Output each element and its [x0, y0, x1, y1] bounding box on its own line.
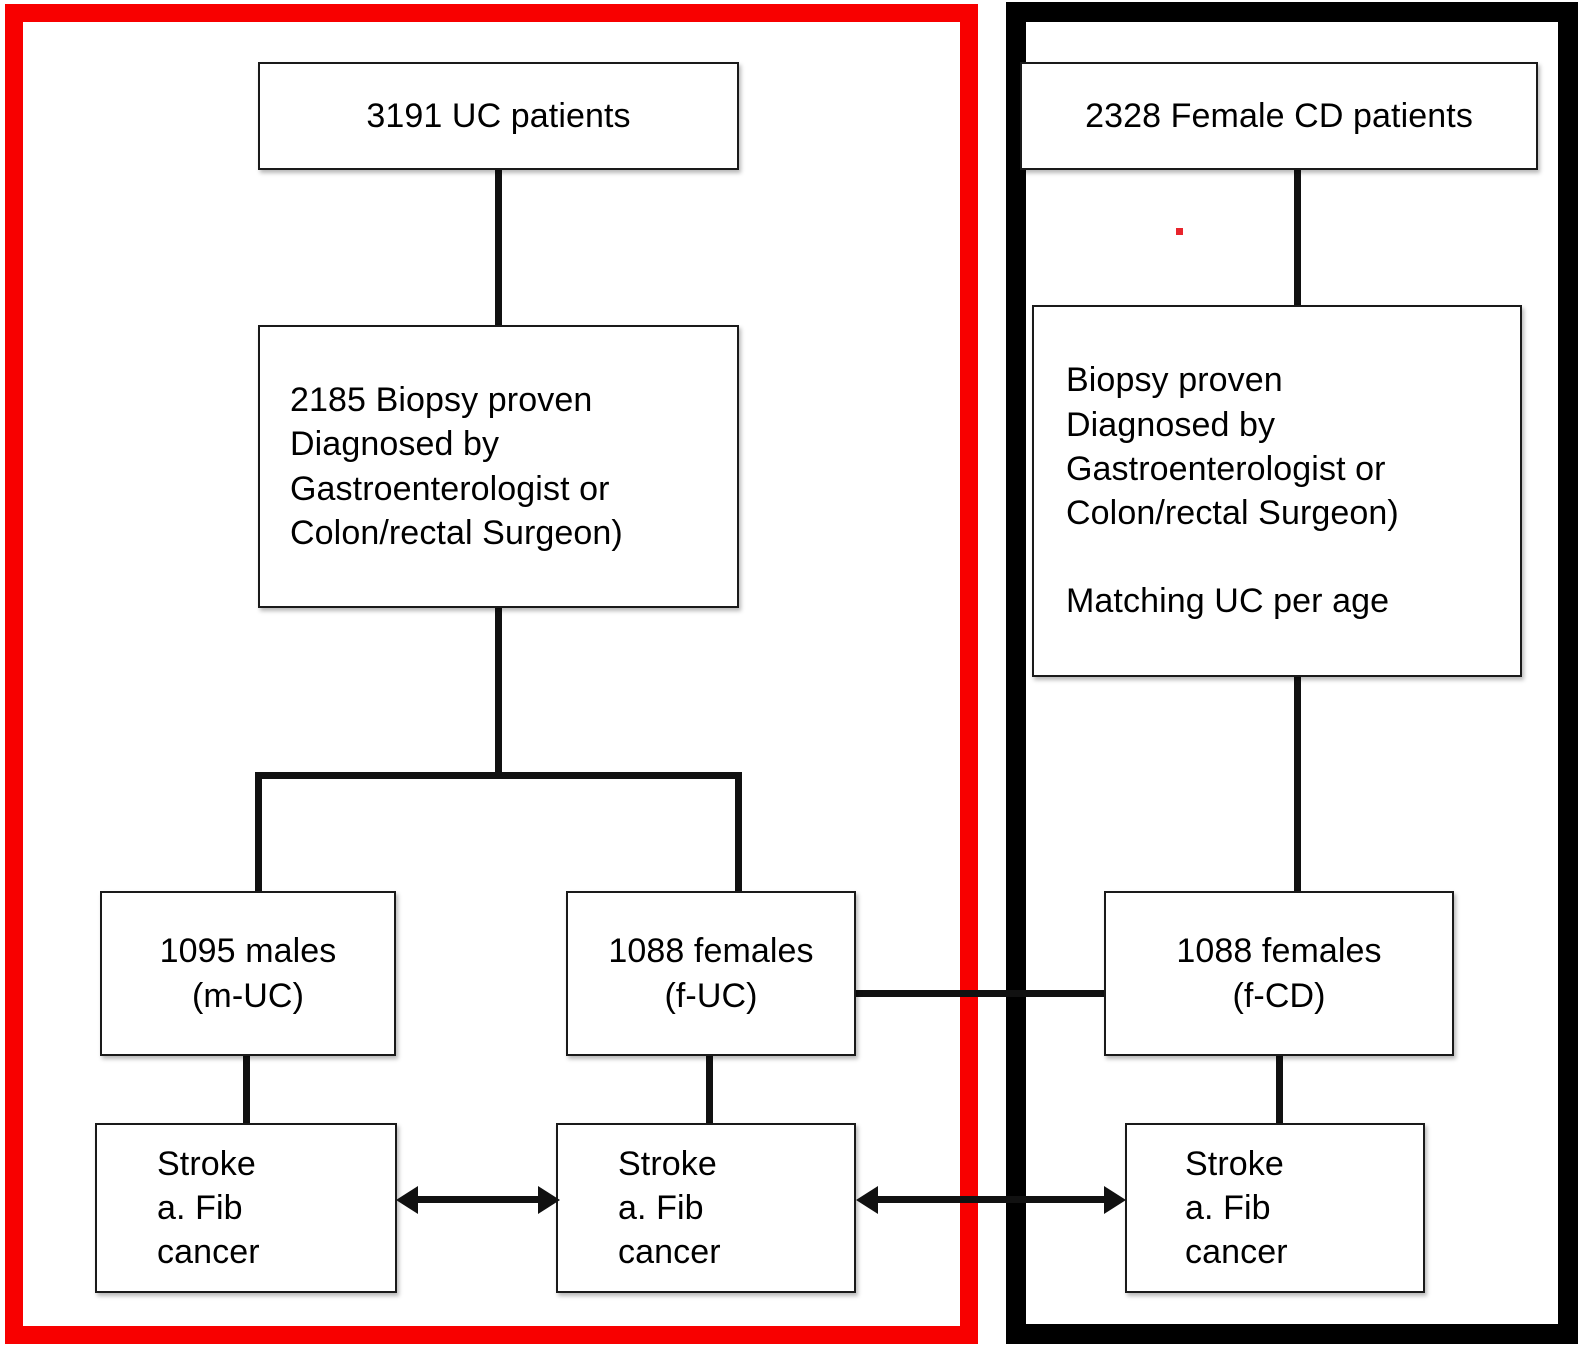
connector-cd-biopsy-to-females [1294, 675, 1301, 895]
node-outcomes-females-uc: Stroke a. Fib cancer [556, 1123, 856, 1293]
node-uc-biopsy-line-3: Gastroenterologist or [290, 469, 610, 508]
connector-split-leg-right [735, 772, 742, 894]
node-outcomes-females-cd: Stroke a. Fib cancer [1125, 1123, 1425, 1293]
node-outcomes-males-uc-line-1: Stroke [157, 1144, 256, 1183]
node-cd-biopsy-line-6: Matching UC per age [1066, 582, 1390, 621]
node-uc-biopsy-line-4: Colon/rectal Surgeon) [290, 513, 623, 552]
node-outcomes-females-cd-line-3: cancer [1185, 1233, 1288, 1272]
node-cd-biopsy-line-4: Colon/rectal Surgeon) [1066, 494, 1399, 532]
node-females-cd-line-2: (f-CD) [1232, 976, 1326, 1015]
node-cd-total-label: 2328 Female CD patients [1085, 96, 1473, 135]
node-uc-total-label: 3191 UC patients [366, 96, 631, 135]
node-outcomes-males-uc: Stroke a. Fib cancer [95, 1123, 397, 1293]
uc-cohort-panel [5, 4, 978, 1344]
connector-fuc-to-fcd [852, 990, 1108, 997]
node-males-uc-line-2: (m-UC) [192, 976, 304, 1015]
node-females-cd: 1088 females (f-CD) [1104, 891, 1454, 1056]
node-outcomes-females-uc-line-3: cancer [618, 1233, 721, 1272]
arrow-head-right-icon [538, 1186, 560, 1214]
node-outcomes-females-cd-line-1: Stroke [1185, 1144, 1284, 1183]
female-cd-cohort-panel [1006, 2, 1578, 1344]
connector-males-to-stroke [243, 1054, 250, 1126]
node-females-uc-line-1: 1088 females [608, 932, 814, 971]
node-females-uc-line-2: (f-UC) [664, 976, 758, 1015]
arrow-head-left-icon [396, 1186, 418, 1214]
node-cd-biopsy-line-2: Diagnosed by [1066, 405, 1276, 444]
node-outcomes-females-cd-line-2: a. Fib [1185, 1188, 1271, 1227]
arrow-stroke-fuc-to-stroke-fcd [878, 1196, 1104, 1203]
node-cd-biopsy-line-1: Biopsy proven [1066, 361, 1283, 400]
node-uc-biopsy-criteria: 2185 Biopsy proven Diagnosed by Gastroen… [258, 325, 739, 608]
node-outcomes-females-uc-line-2: a. Fib [618, 1188, 704, 1227]
node-males-uc-line-1: 1095 males [159, 932, 337, 971]
node-outcomes-males-uc-line-2: a. Fib [157, 1188, 243, 1227]
connector-females-uc-to-stroke [706, 1054, 713, 1126]
node-cd-biopsy-line-5 [1066, 535, 1076, 579]
node-uc-total: 3191 UC patients [258, 62, 739, 170]
connector-uc-total-to-biopsy [495, 168, 502, 328]
node-females-cd-line-1: 1088 females [1176, 932, 1382, 971]
arrow-head-right-icon [1104, 1186, 1126, 1214]
node-cd-biopsy-line-3: Gastroenterologist or [1066, 449, 1386, 488]
node-cd-biopsy-criteria: Biopsy proven Diagnosed by Gastroenterol… [1032, 305, 1522, 677]
node-females-uc: 1088 females (f-UC) [566, 891, 856, 1056]
node-males-uc: 1095 males (m-UC) [100, 891, 396, 1056]
connector-split-leg-left [255, 772, 262, 894]
red-dot-artifact [1176, 228, 1183, 235]
arrow-stroke-m-to-stroke-fuc [418, 1196, 538, 1203]
connector-cd-total-to-biopsy [1294, 168, 1301, 308]
node-cd-total: 2328 Female CD patients [1020, 62, 1538, 170]
connector-biopsy-to-split [495, 606, 502, 778]
connector-split-bar [255, 772, 742, 779]
node-outcomes-females-uc-line-1: Stroke [618, 1144, 717, 1183]
node-uc-biopsy-line-1: 2185 Biopsy proven [290, 381, 593, 420]
arrow-head-left-icon [856, 1186, 878, 1214]
node-uc-biopsy-line-2: Diagnosed by [290, 425, 500, 464]
connector-females-cd-to-stroke [1276, 1054, 1283, 1126]
node-outcomes-males-uc-line-3: cancer [157, 1233, 260, 1272]
